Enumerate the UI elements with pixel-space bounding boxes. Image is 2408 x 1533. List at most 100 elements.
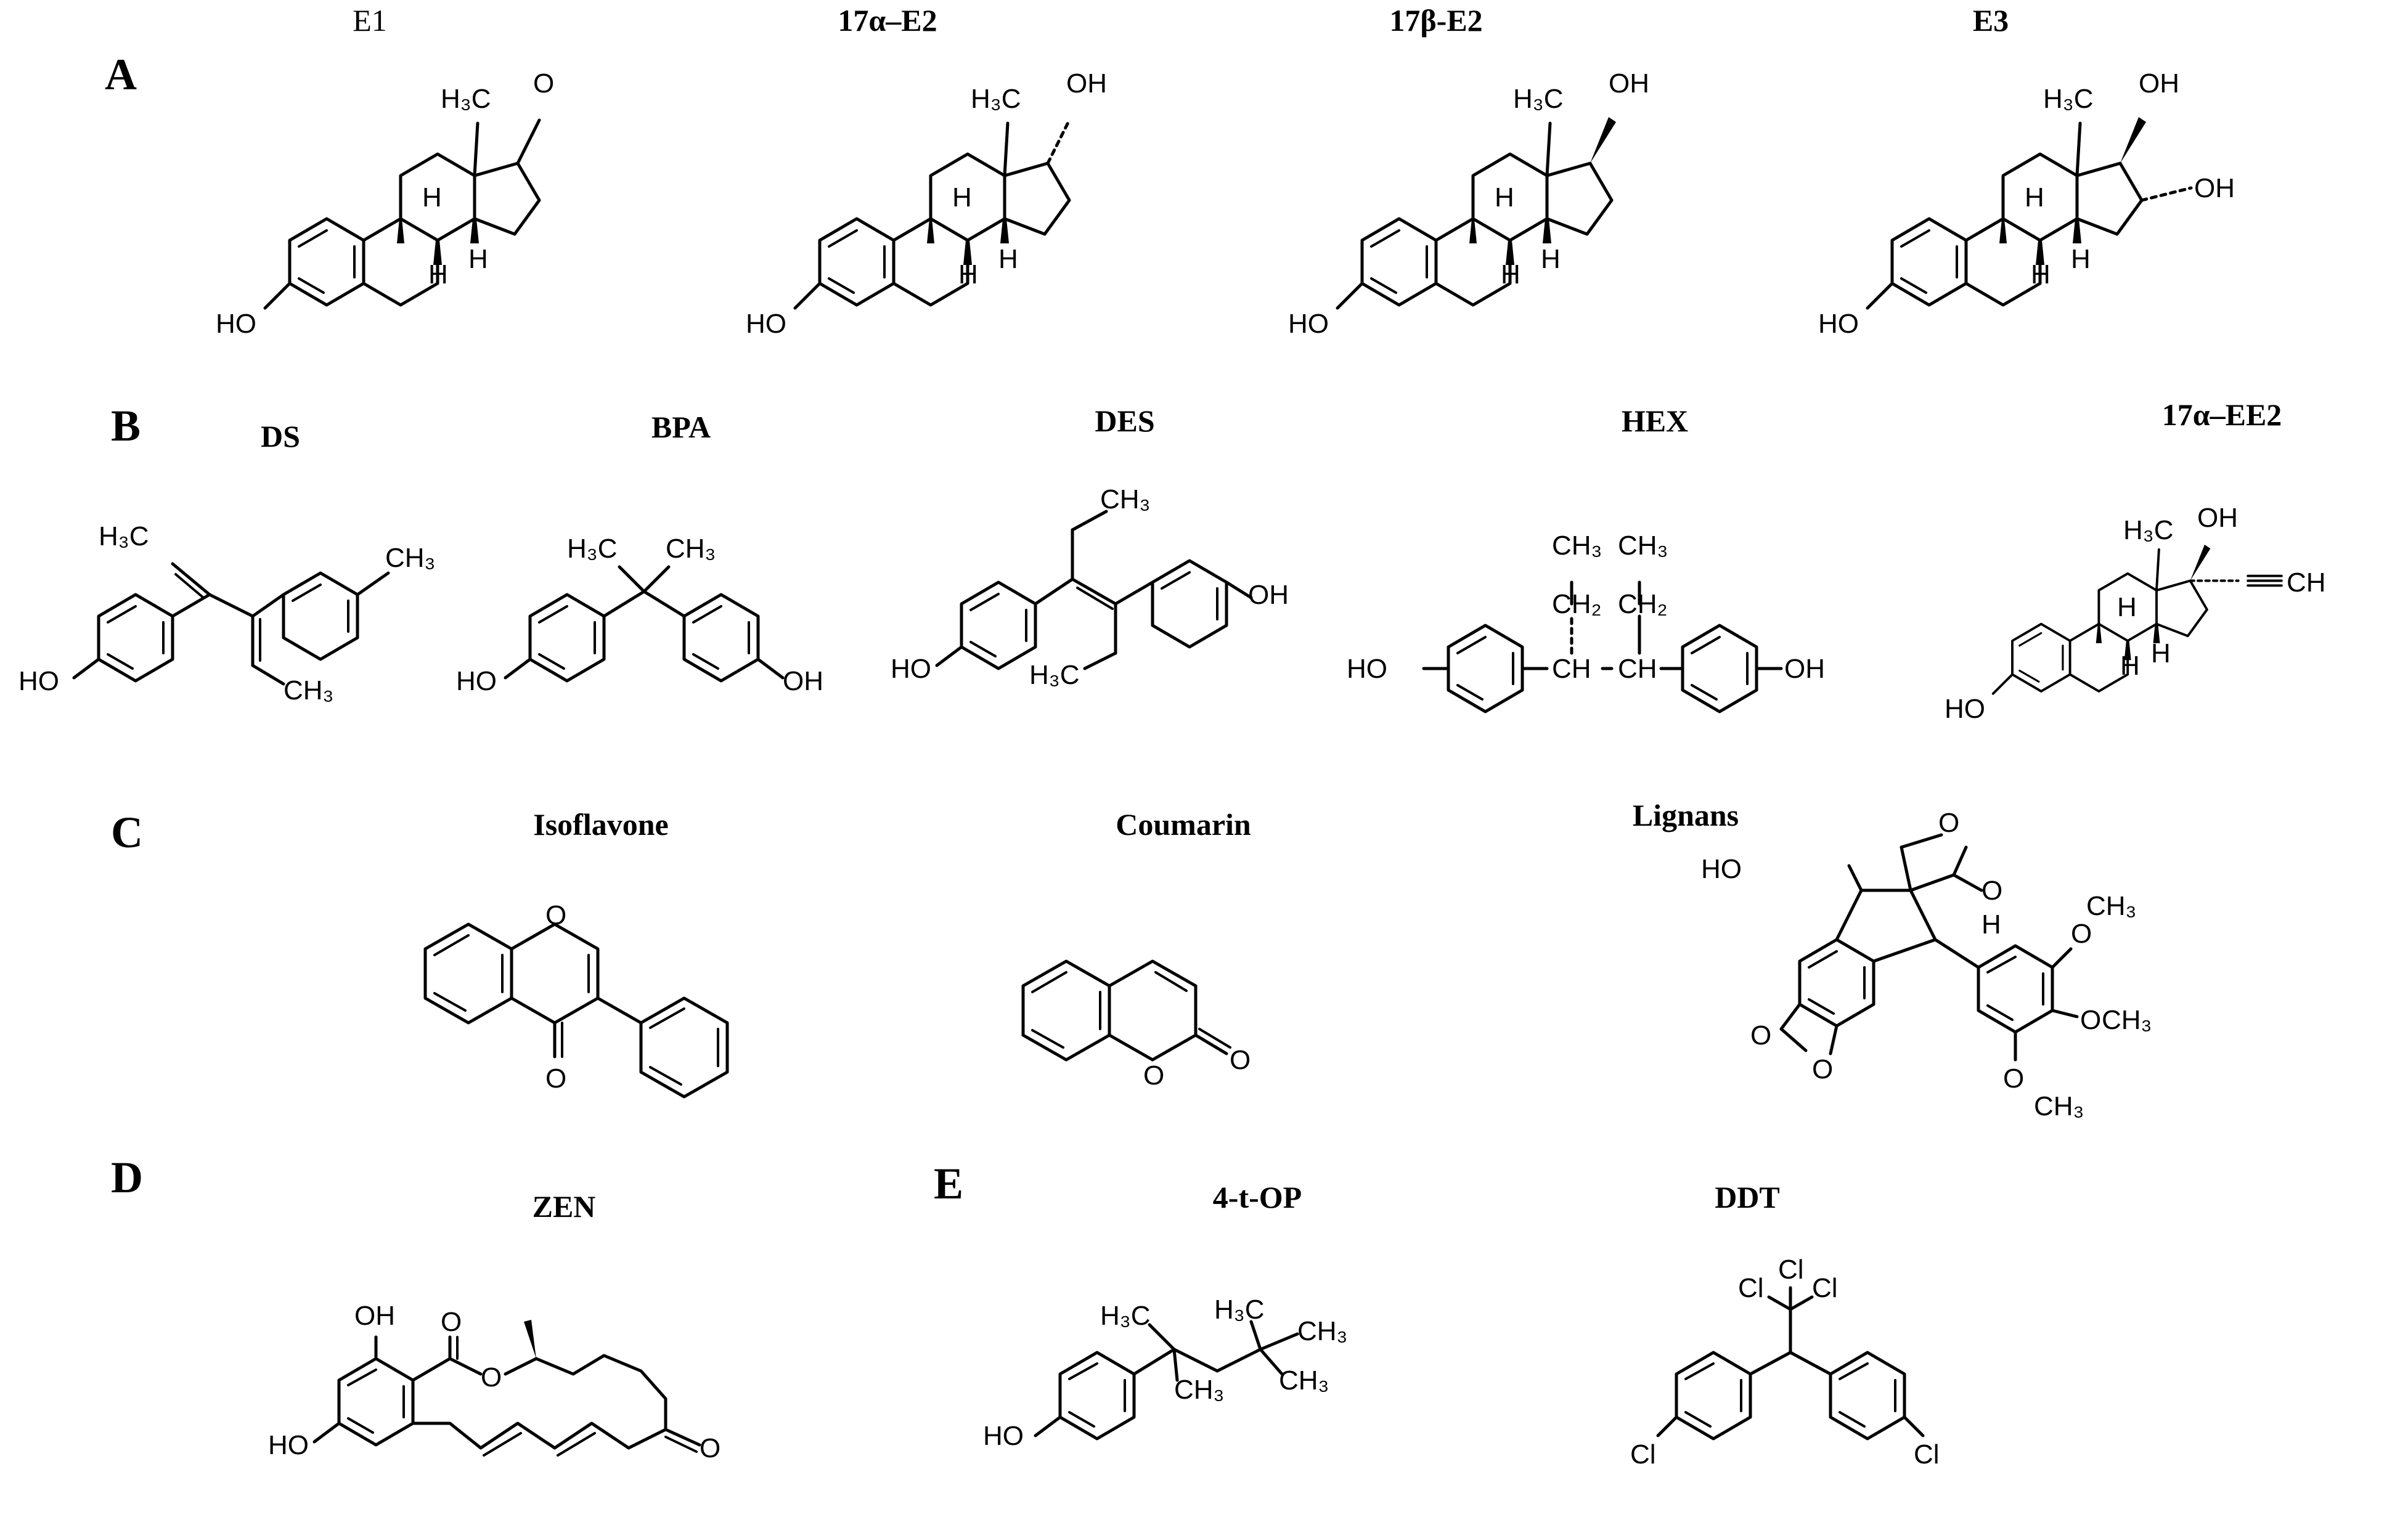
structure-isoflavone: O O bbox=[423, 900, 729, 1099]
atom-h3c-des: H₃C bbox=[1029, 660, 1079, 690]
atom-cl-ddt-a: Cl bbox=[1630, 1439, 1656, 1470]
atom-o-lignans-e: O bbox=[2003, 1063, 2024, 1094]
section-letter-b: B bbox=[111, 401, 141, 450]
atom-h-17a-e2-b: H bbox=[998, 244, 1018, 274]
compound-name-isoflavone: Isoflavone bbox=[533, 807, 668, 842]
atom-ch3-hex-b: CH₃ bbox=[1618, 531, 1668, 561]
section-letter-e: E bbox=[934, 1159, 963, 1208]
atom-o-coumarin-keto: O bbox=[1230, 1045, 1251, 1075]
atom-o-isoflavone-ring: O bbox=[545, 900, 566, 930]
compound-name-17a-e2: 17α–E2 bbox=[838, 3, 937, 38]
atom-h3c-e3: H₃C bbox=[2043, 84, 2093, 114]
atom-ch3-bpa: CH₃ bbox=[666, 534, 716, 564]
atom-ho-ds: HO bbox=[18, 666, 59, 696]
atom-h-17a-ee2-c: H bbox=[2117, 592, 2137, 622]
structure-bpa: HO H₃C CH₃ OH bbox=[456, 534, 823, 696]
structure-4-t-op: HO H₃C CH₃ H₃C CH₃ CH₃ bbox=[983, 1295, 1347, 1451]
structure-ds: HO H₃C CH₃ CH₃ bbox=[18, 521, 435, 706]
structure-hex: HO CH CH CH₂ CH₂ CH₃ CH₃ OH bbox=[1347, 531, 1825, 714]
atom-ho-bpa: HO bbox=[456, 666, 497, 696]
atom-h-17b-e2-c: H bbox=[1495, 182, 1514, 213]
atom-h-17a-ee2-a: H bbox=[2120, 651, 2140, 681]
atom-h3c-bpa: H₃C bbox=[567, 534, 617, 564]
structure-e1: HO H₃C O H H H bbox=[216, 68, 554, 339]
atom-o-e1: O bbox=[533, 68, 554, 99]
atom-h3c-ds: H₃C bbox=[99, 521, 149, 551]
atom-ho-des: HO bbox=[891, 654, 931, 684]
compound-name-zen: ZEN bbox=[533, 1189, 596, 1224]
atom-ch3-ds-a: CH₃ bbox=[284, 675, 333, 706]
structure-zen: HO OH O O O bbox=[268, 1301, 720, 1463]
compound-name-hex: HEX bbox=[1622, 404, 1688, 438]
structure-des: HO CH₃ H₃C OH bbox=[891, 484, 1289, 690]
atom-oh-hex: OH bbox=[1784, 654, 1825, 684]
compound-name-4-t-op: 4-t-OP bbox=[1213, 1180, 1302, 1214]
atom-oh-bpa: OH bbox=[783, 666, 823, 696]
atom-o-isoflavone-keto: O bbox=[545, 1063, 566, 1094]
atom-o-lignans-keto: O bbox=[1981, 876, 2002, 906]
atom-h-e1-b: H bbox=[468, 244, 488, 274]
atom-o-lignans-d: O bbox=[2080, 1005, 2101, 1035]
atom-oh-zen: OH bbox=[354, 1301, 395, 1331]
compound-name-e3: E3 bbox=[1973, 3, 2009, 38]
atom-cl-ddt-e: Cl bbox=[1812, 1273, 1838, 1303]
atom-h-lignans: H bbox=[1981, 909, 2001, 940]
atom-ch-17a-ee2: CH bbox=[2287, 567, 2326, 598]
atom-oh-17a-e2: OH bbox=[1066, 68, 1107, 99]
atom-ho-17b-e2: HO bbox=[1288, 309, 1329, 339]
atom-ho-lignans: HO bbox=[1701, 854, 1742, 884]
section-letter-a: A bbox=[105, 50, 137, 99]
atom-ch3-des: CH₃ bbox=[1100, 484, 1150, 514]
atom-o-lignans-ring: O bbox=[1938, 808, 1959, 838]
structure-coumarin: O O bbox=[1021, 959, 1251, 1091]
atom-ch-hex-b: CH bbox=[1618, 654, 1657, 684]
atom-ho-zen: HO bbox=[268, 1430, 309, 1460]
atom-o-lignans-a: O bbox=[1750, 1020, 1771, 1051]
atom-ch3-4-t-op-a: CH₃ bbox=[1174, 1375, 1224, 1405]
structure-lignans: HO O O H O O O CH₃ O CH₃ O CH₃ bbox=[1701, 808, 2152, 1121]
structure-17b-e2: HO H₃C OH H H H bbox=[1288, 68, 1649, 339]
section-letter-d: D bbox=[111, 1153, 143, 1202]
atom-ch3-lignans-a: CH₃ bbox=[2086, 891, 2136, 921]
atom-ch2-hex-b: CH₂ bbox=[1618, 589, 1668, 619]
atom-h3c-4-t-op-a: H₃C bbox=[1100, 1301, 1150, 1331]
compound-name-bpa: BPA bbox=[651, 410, 711, 444]
structure-e3: HO H₃C OH OH H H H bbox=[1818, 68, 2235, 339]
atom-o-zen-ring: O bbox=[481, 1362, 502, 1393]
atom-h-e3-c: H bbox=[2025, 182, 2044, 213]
atom-h3c-17a-ee2: H₃C bbox=[2123, 515, 2173, 545]
atom-ho-4-t-op: HO bbox=[983, 1421, 1024, 1451]
atom-h-17a-e2-a: H bbox=[958, 259, 978, 290]
atom-ch3-4-t-op-b: CH₃ bbox=[1297, 1316, 1347, 1346]
atom-h3c-e1: H₃C bbox=[441, 84, 491, 114]
compound-name-ds: DS bbox=[261, 419, 300, 453]
atom-oh-17b-e2: OH bbox=[1609, 68, 1649, 99]
atom-h-17a-ee2-b: H bbox=[2151, 638, 2171, 669]
atom-oh-e3-b: OH bbox=[2194, 173, 2235, 203]
atom-cl-ddt-b: Cl bbox=[1914, 1439, 1940, 1470]
compound-name-17a-ee2: 17α–EE2 bbox=[2162, 397, 2282, 432]
atom-h3c-17b-e2: H₃C bbox=[1513, 84, 1563, 114]
atom-oh-17a-ee2: OH bbox=[2197, 503, 2238, 533]
atom-ch-hex-a: CH bbox=[1552, 654, 1591, 684]
compound-name-coumarin: Coumarin bbox=[1116, 807, 1251, 842]
atom-h-e1-a: H bbox=[428, 259, 448, 290]
compound-name-17b-e2: 17β-E2 bbox=[1389, 3, 1482, 38]
atom-oh-des: OH bbox=[1248, 580, 1289, 610]
atom-h-17b-e2-b: H bbox=[1541, 244, 1561, 274]
atom-h-e3-a: H bbox=[2031, 259, 2051, 290]
atom-h-17a-e2-c: H bbox=[952, 182, 972, 213]
compound-name-ddt: DDT bbox=[1715, 1180, 1780, 1214]
atom-ch3-lignans-b: CH₃ bbox=[2102, 1005, 2152, 1035]
atom-h-e3-b: H bbox=[2071, 244, 2091, 274]
compound-name-lignans: Lignans bbox=[1633, 798, 1739, 832]
atom-o-lignans-b: O bbox=[1812, 1054, 1833, 1084]
section-letter-c: C bbox=[111, 808, 143, 857]
atom-cl-ddt-d: Cl bbox=[1778, 1254, 1804, 1285]
atom-h-e1-c: H bbox=[422, 182, 442, 213]
atom-o-lignans-c: O bbox=[2071, 919, 2092, 949]
atom-ho-17a-ee2: HO bbox=[1945, 694, 1985, 724]
atom-h3c-17a-e2: H₃C bbox=[971, 84, 1021, 114]
atom-ch3-4-t-op-c: CH₃ bbox=[1279, 1365, 1329, 1396]
atom-oh-e3-a: OH bbox=[2139, 68, 2179, 99]
